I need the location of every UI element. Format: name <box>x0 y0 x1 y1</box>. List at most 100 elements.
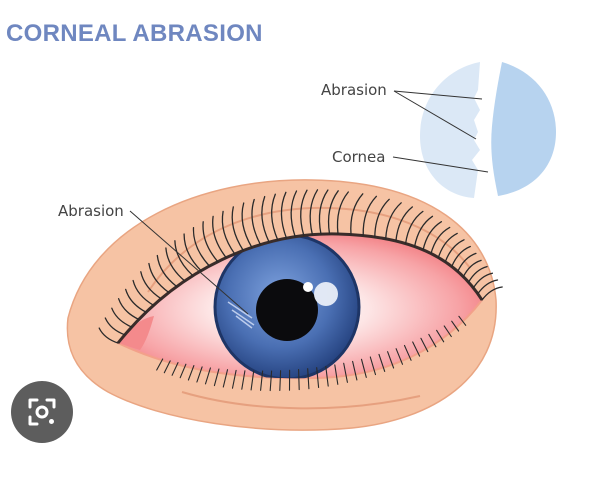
lower-eyelash <box>316 367 320 389</box>
upper-eyelash <box>111 307 133 328</box>
lower-eyelash <box>250 370 255 391</box>
upper-eyelash <box>271 193 279 241</box>
lower-eyelash <box>360 358 367 378</box>
lower-eyelash <box>436 329 445 343</box>
upper-eyelash <box>231 206 244 252</box>
upper-eyelash <box>125 288 147 313</box>
page-title: CORNEAL ABRASION <box>6 20 263 47</box>
upper-eyelashes <box>98 189 503 344</box>
lower-eyelash <box>325 365 329 387</box>
upper-eyelash <box>413 215 434 248</box>
upper-lid-line <box>116 232 484 344</box>
upper-eyelash <box>221 210 236 255</box>
lower-eyelash <box>231 369 237 389</box>
eye-highlight-large <box>314 282 338 306</box>
upper-eyelash <box>374 198 390 238</box>
upper-eyelash <box>385 202 402 240</box>
upper-eyelash <box>309 189 319 236</box>
upper-eyelash <box>404 210 424 245</box>
upper-eyelash <box>457 252 477 273</box>
lower-lid-fold <box>181 391 421 410</box>
image-search-icon <box>28 398 56 426</box>
upper-eyelash <box>251 198 262 246</box>
upper-eyelash <box>422 221 443 251</box>
lower-eyelash <box>352 360 358 381</box>
lower-eyelash <box>403 344 412 361</box>
image-search-button[interactable] <box>11 381 73 443</box>
upper-eyelash <box>430 226 451 255</box>
upper-eyelash <box>212 215 227 259</box>
lower-eyelash <box>279 370 282 392</box>
lower-eyelash <box>187 365 195 381</box>
lower-eyelash <box>269 370 273 392</box>
upper-eyelash <box>290 190 298 238</box>
lower-eyelash <box>458 315 467 326</box>
tear-duct <box>118 316 154 350</box>
upper-eyelash <box>140 271 162 300</box>
lower-eyelashes <box>156 315 467 392</box>
upper-eyelash <box>183 233 202 272</box>
upper-eyelash <box>481 286 503 301</box>
label-abrasion-eye: Abrasion <box>58 202 124 220</box>
eye-highlight-small <box>303 282 313 292</box>
cornea-cross-section <box>420 62 556 198</box>
upper-eyelash <box>395 206 414 242</box>
lower-eyelash <box>443 325 452 338</box>
label-abrasion-inset: Abrasion <box>321 81 387 99</box>
lower-eyelash <box>387 351 395 369</box>
lower-eyelash <box>369 356 377 376</box>
upper-eyelash <box>477 279 499 295</box>
upper-eyelash <box>362 195 378 237</box>
lower-eyelash <box>196 366 203 383</box>
cornea-inner-layer <box>491 62 556 196</box>
label-cornea: Cornea <box>332 148 386 166</box>
upper-eyelash <box>280 191 288 239</box>
lower-eyelash <box>412 341 421 357</box>
upper-eyelash <box>462 259 482 278</box>
lower-eyelash <box>171 362 179 376</box>
upper-eyelash <box>451 245 471 268</box>
lower-eyelash <box>307 368 310 390</box>
upper-eyelash <box>202 221 219 263</box>
upper-eyelash <box>472 272 494 289</box>
lower-eyelash <box>213 368 220 387</box>
lower-eyelash <box>260 370 264 391</box>
lower-eyelash <box>156 358 164 371</box>
lower-eyelash <box>343 362 348 383</box>
lower-eyelash <box>204 367 211 385</box>
upper-eyelash <box>104 317 126 336</box>
upper-eyelash <box>174 240 194 277</box>
lower-eyelash <box>395 348 404 365</box>
lower-eyelash <box>179 363 187 379</box>
pupil <box>256 279 318 341</box>
upper-eyelash <box>318 189 329 235</box>
upper-eyelash <box>98 327 119 344</box>
lower-eyelash <box>163 360 171 374</box>
lower-eyelash <box>451 320 460 332</box>
upper-eyelash <box>117 298 140 321</box>
lower-eyelash <box>334 364 339 385</box>
upper-eyelash <box>132 279 155 306</box>
leader-lines <box>129 90 489 315</box>
cornea-outer-layer <box>420 62 480 198</box>
abrasion-scratch-marks <box>227 301 255 329</box>
upper-eyelash <box>261 195 270 243</box>
upper-eyelash <box>156 254 178 288</box>
upper-eyelash <box>192 227 211 267</box>
lower-eyelash <box>298 369 300 391</box>
upper-eyelash <box>350 193 364 236</box>
upper-eyelash <box>444 239 465 263</box>
upper-eyelash <box>336 191 349 235</box>
lower-eyelash <box>241 370 246 390</box>
upper-eyelash <box>300 189 308 237</box>
upper-eyelash <box>241 202 253 249</box>
lower-eyelash <box>428 333 437 348</box>
lower-eyelash <box>420 337 429 353</box>
upper-eyelash <box>327 190 339 235</box>
upper-eyelash <box>467 265 488 283</box>
upper-eyelash <box>165 247 186 282</box>
lower-eyelash <box>222 369 229 388</box>
upper-eyelash <box>437 232 458 259</box>
upper-eyelash <box>148 262 170 294</box>
